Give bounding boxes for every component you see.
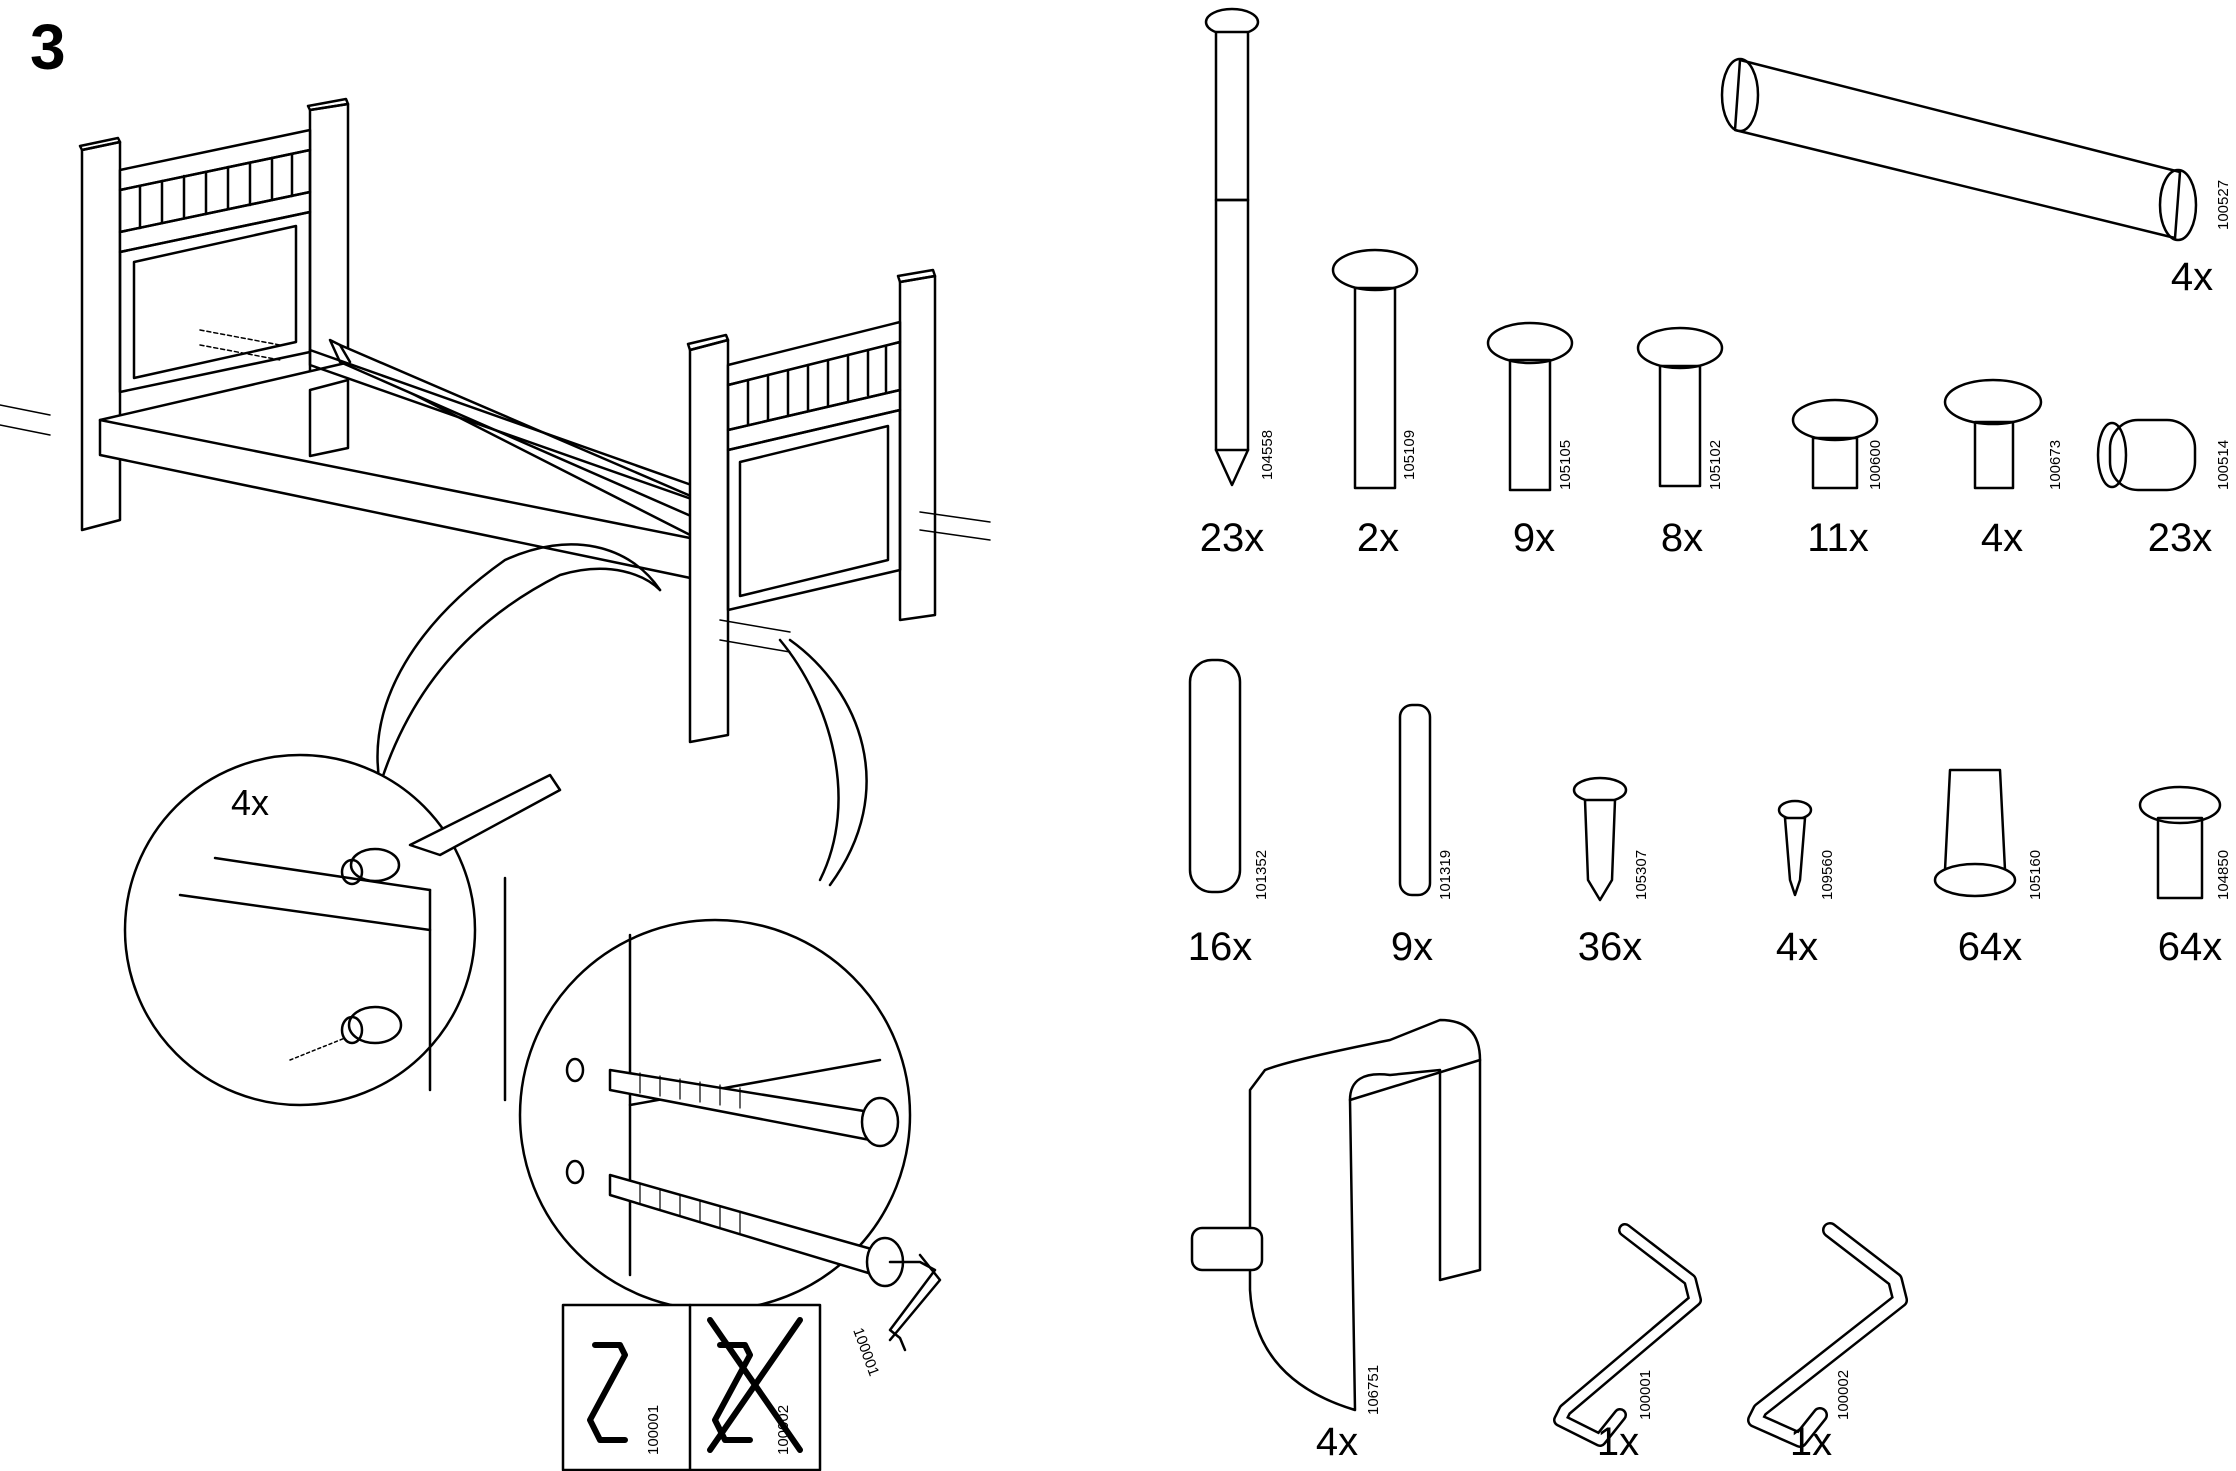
- qty-101352: 16x: [1188, 925, 1253, 970]
- part-code-105105: 105105: [1557, 440, 1574, 490]
- qty-100002: 1x: [1790, 1420, 1832, 1465]
- qty-106751: 4x: [1316, 1420, 1358, 1465]
- qty-100001: 1x: [1597, 1420, 1639, 1465]
- part-code-101319: 101319: [1437, 850, 1454, 900]
- bed-frame-illustration: [0, 99, 990, 742]
- barrel-nut-qty: 4x: [231, 782, 269, 824]
- part-code-104850: 104850: [2215, 850, 2232, 900]
- qty-105307: 36x: [1578, 925, 1643, 970]
- key-code-label: 100001: [849, 1326, 882, 1379]
- qty-101319: 9x: [1391, 925, 1433, 970]
- part-code-100600: 100600: [1867, 440, 1884, 490]
- part-code-100673: 100673: [2047, 440, 2064, 490]
- wrong-key-code: 100002: [775, 1405, 792, 1455]
- parts-row-1: [1206, 9, 2196, 490]
- part-code-100514: 100514: [2215, 440, 2232, 490]
- part-code-100527: 100527: [2215, 180, 2232, 230]
- parts-row-3: [1192, 1020, 1900, 1440]
- qty-105105: 9x: [1513, 516, 1555, 561]
- part-code-109560: 109560: [1819, 850, 1836, 900]
- part-code-104558: 104558: [1259, 430, 1276, 480]
- qty-100514: 23x: [2148, 516, 2213, 561]
- correct-key-code: 100001: [645, 1405, 662, 1455]
- part-code-100001: 100001: [1637, 1370, 1654, 1420]
- part-code-105307: 105307: [1633, 850, 1650, 900]
- part-code-101352: 101352: [1253, 850, 1270, 900]
- part-code-105160: 105160: [2027, 850, 2044, 900]
- qty-104850: 64x: [2158, 925, 2223, 970]
- qty-100527: 4x: [2171, 255, 2213, 300]
- part-code-106751: 106751: [1365, 1365, 1382, 1415]
- part-code-100002: 100002: [1835, 1370, 1852, 1420]
- qty-105109: 2x: [1357, 516, 1399, 561]
- qty-100673: 4x: [1981, 516, 2023, 561]
- qty-109560: 4x: [1776, 925, 1818, 970]
- parts-row-2: [1190, 660, 2220, 900]
- callout-bolts: [520, 640, 940, 1350]
- part-code-105102: 105102: [1707, 440, 1724, 490]
- part-code-105109: 105109: [1401, 430, 1418, 480]
- qty-104558: 23x: [1200, 516, 1265, 561]
- qty-100600: 11x: [1807, 516, 1869, 561]
- qty-105160: 64x: [1958, 925, 2023, 970]
- qty-105102: 8x: [1661, 516, 1703, 561]
